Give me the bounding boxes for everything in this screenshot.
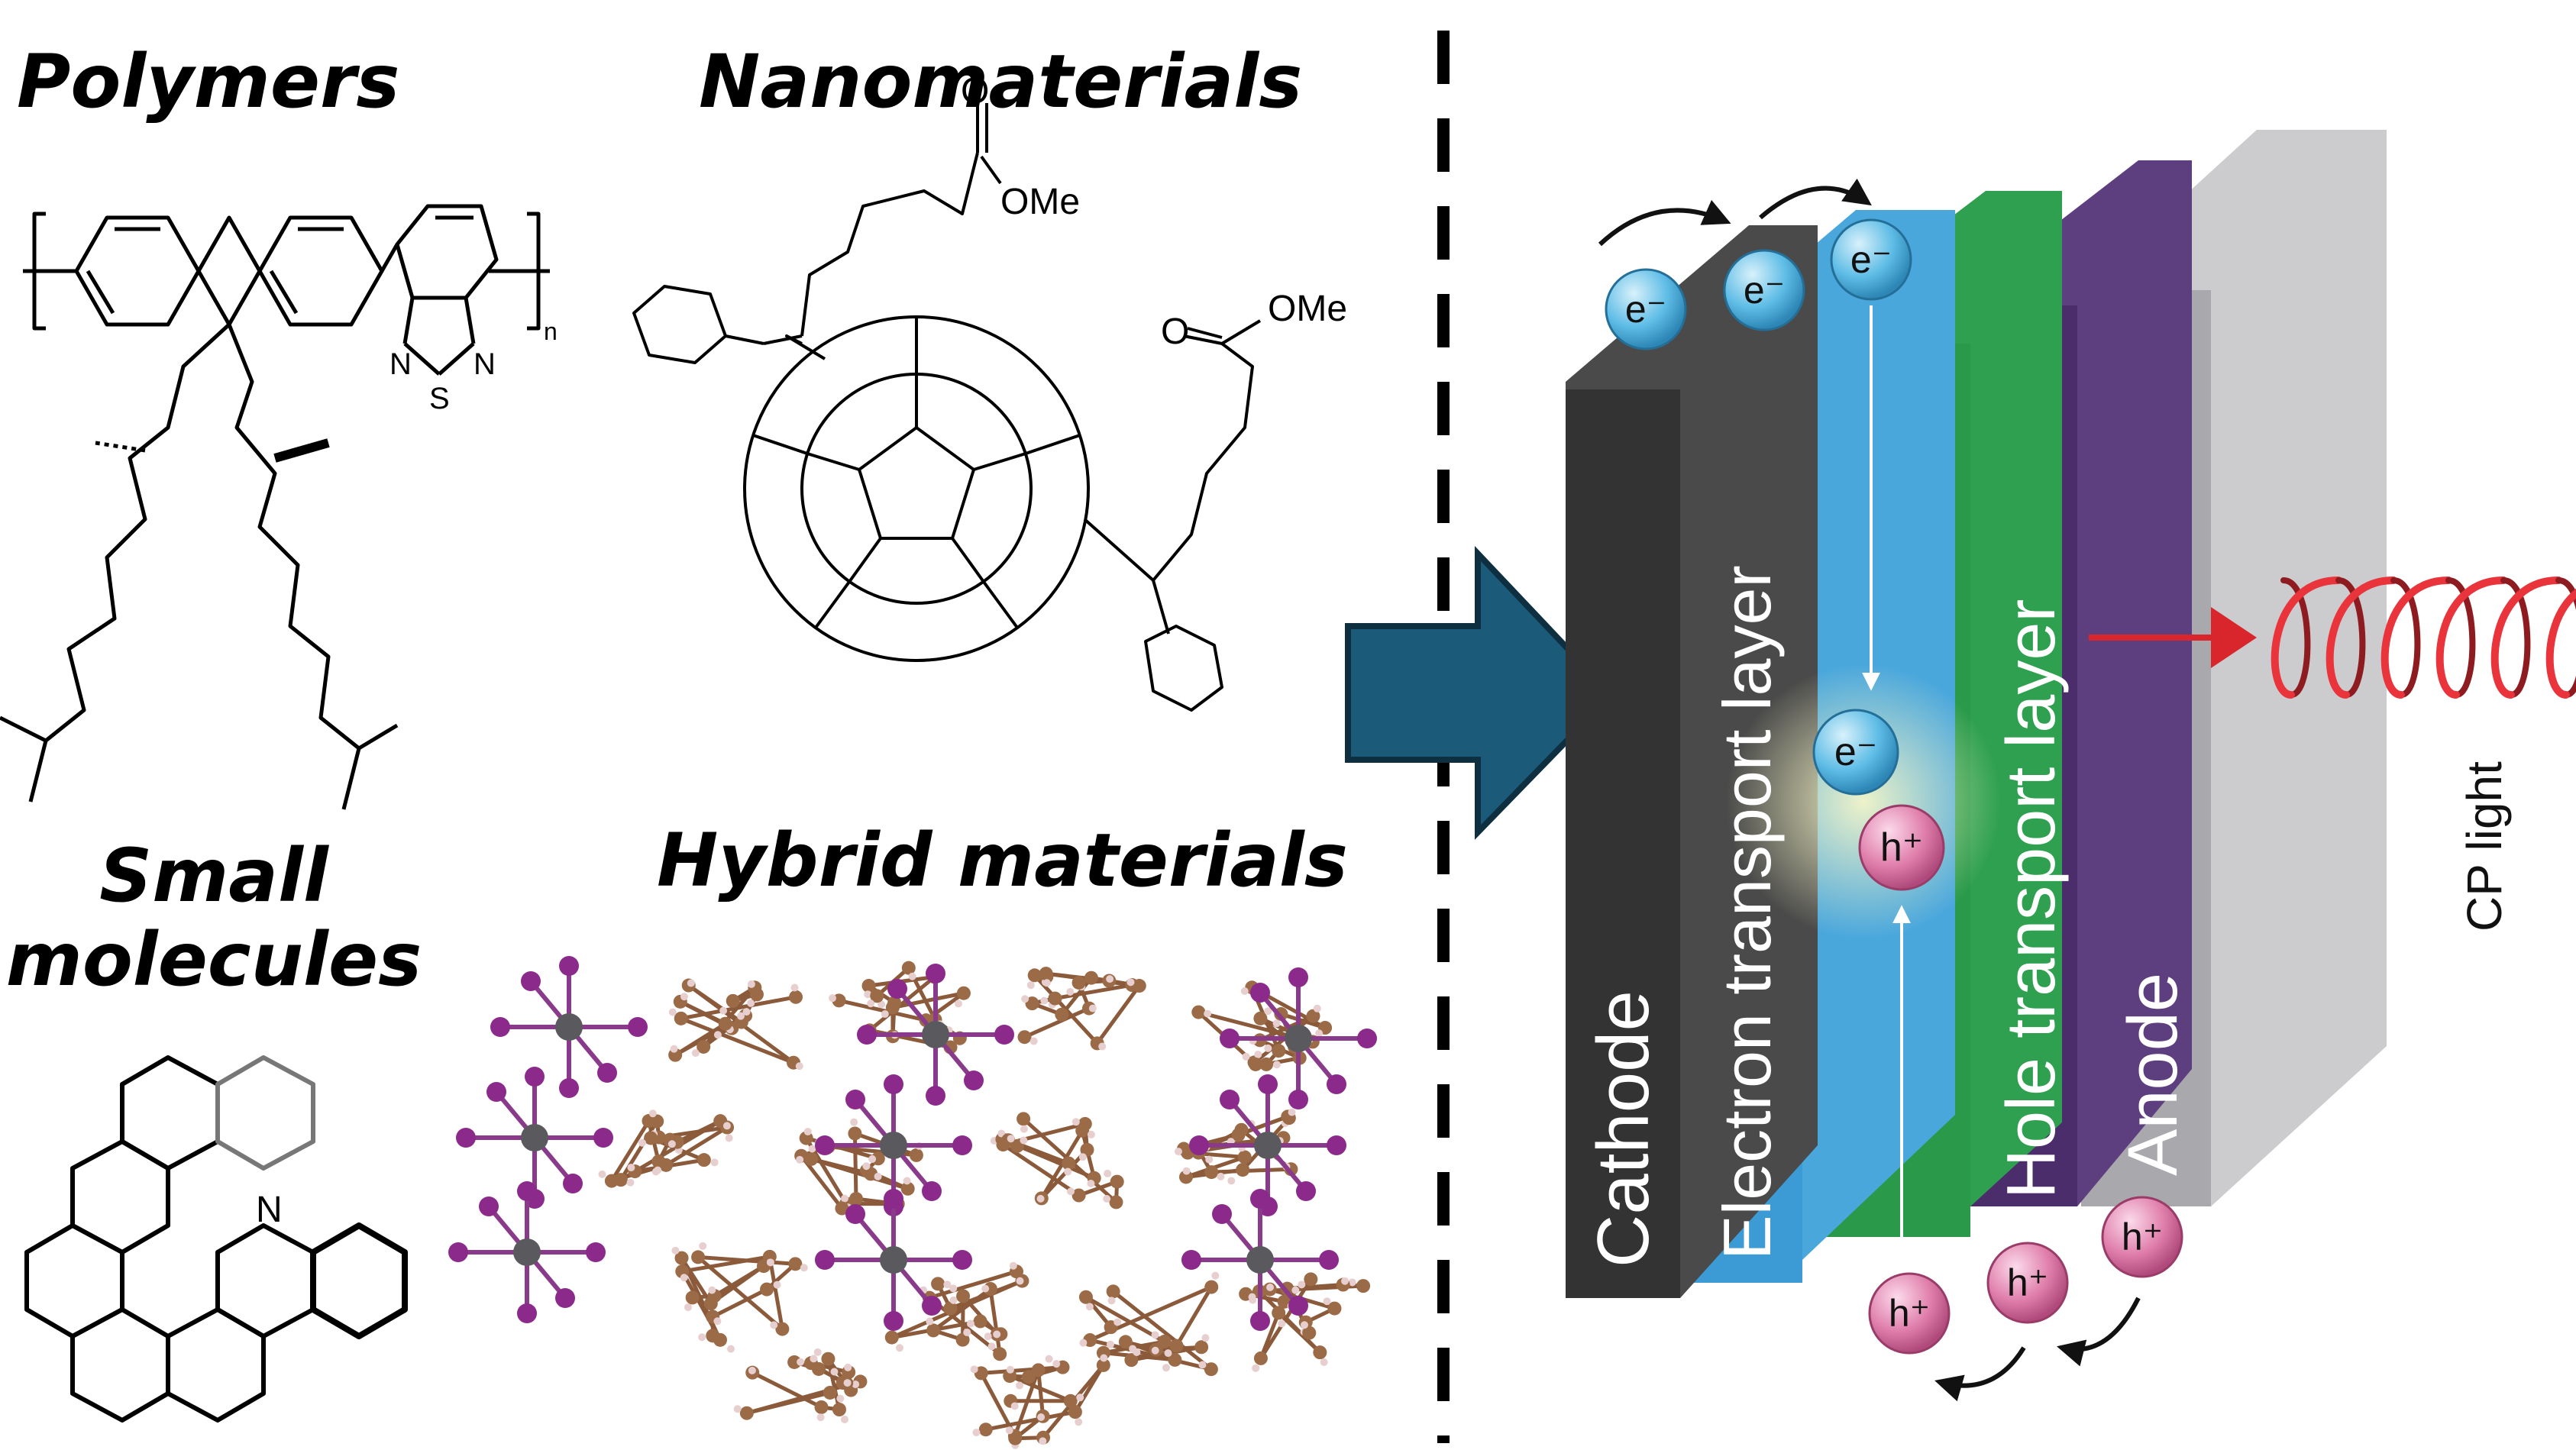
electron-symbol: e⁻ (1850, 238, 1892, 281)
etl-label: Electron transport layer (1709, 565, 1785, 1260)
small-molecules-title-line2: molecules (6, 917, 422, 1003)
htl-label: Hole transport layer (1993, 599, 2070, 1199)
electron-particle: e⁻ (1605, 268, 1687, 350)
polymers-title: Polymers (17, 39, 399, 124)
polymer-structure (0, 204, 550, 810)
hole-symbol: h⁺ (1889, 1292, 1930, 1335)
cp-light-helix (2271, 576, 2576, 699)
hybrid-materials-title: Hybrid materials (657, 818, 1348, 903)
electron-symbol: e⁻ (1625, 288, 1666, 331)
hole-particle: h⁺ (1986, 1242, 2069, 1324)
fullerene-o-right: O (1161, 312, 1189, 352)
polymer-n-right: N (474, 347, 496, 381)
cathode-label: Cathode (1582, 990, 1664, 1268)
hole-particle: h⁺ (1868, 1272, 1951, 1355)
polymer-subscript-n: n (544, 318, 558, 345)
hole-symbol: h⁺ (2122, 1216, 2163, 1258)
hole-symbol: h⁺ (2007, 1261, 2048, 1304)
polymer-n-left: N (389, 347, 412, 381)
electron-particle: e⁻ (1812, 709, 1899, 796)
helicene-structure (24, 1055, 408, 1423)
cathode-layer (1566, 389, 1680, 1298)
transition-arrow (1345, 545, 1616, 840)
fullerene-o-top: O (961, 71, 989, 111)
hole-particle: h⁺ (2101, 1196, 2183, 1278)
helicene-nitrogen: N (256, 1190, 283, 1230)
hole-particle: h⁺ (1858, 804, 1945, 891)
device-stack (1566, 130, 2387, 1298)
hybrid-crystal-structure (448, 956, 1377, 1449)
anode-label: Anode (2114, 973, 2192, 1176)
hole-hop-arrow-2 (1934, 1346, 2026, 1402)
hole-symbol: h⁺ (1880, 825, 1923, 870)
electron-particle: e⁻ (1723, 249, 1805, 331)
electron-symbol: e⁻ (1834, 730, 1877, 774)
cp-light-label: CP light (2457, 761, 2512, 932)
electron-particle: e⁻ (1830, 218, 1912, 301)
fullerene-structure (632, 103, 1262, 712)
electron-symbol: e⁻ (1744, 269, 1785, 312)
polymer-sulfur: S (429, 382, 450, 415)
fullerene-ome-top: OMe (1000, 182, 1080, 222)
emission-arrow-head (2211, 607, 2257, 668)
fullerene-ome-right: OMe (1268, 289, 1347, 329)
electron-hop-arrow-1 (1598, 199, 1731, 247)
hole-hop-arrow-1 (2057, 1297, 2141, 1367)
electron-hop-arrow-2 (1759, 178, 1872, 220)
nanomaterials-title: Nanomaterials (699, 39, 1302, 124)
small-molecules-title-line1: Small (99, 833, 329, 919)
